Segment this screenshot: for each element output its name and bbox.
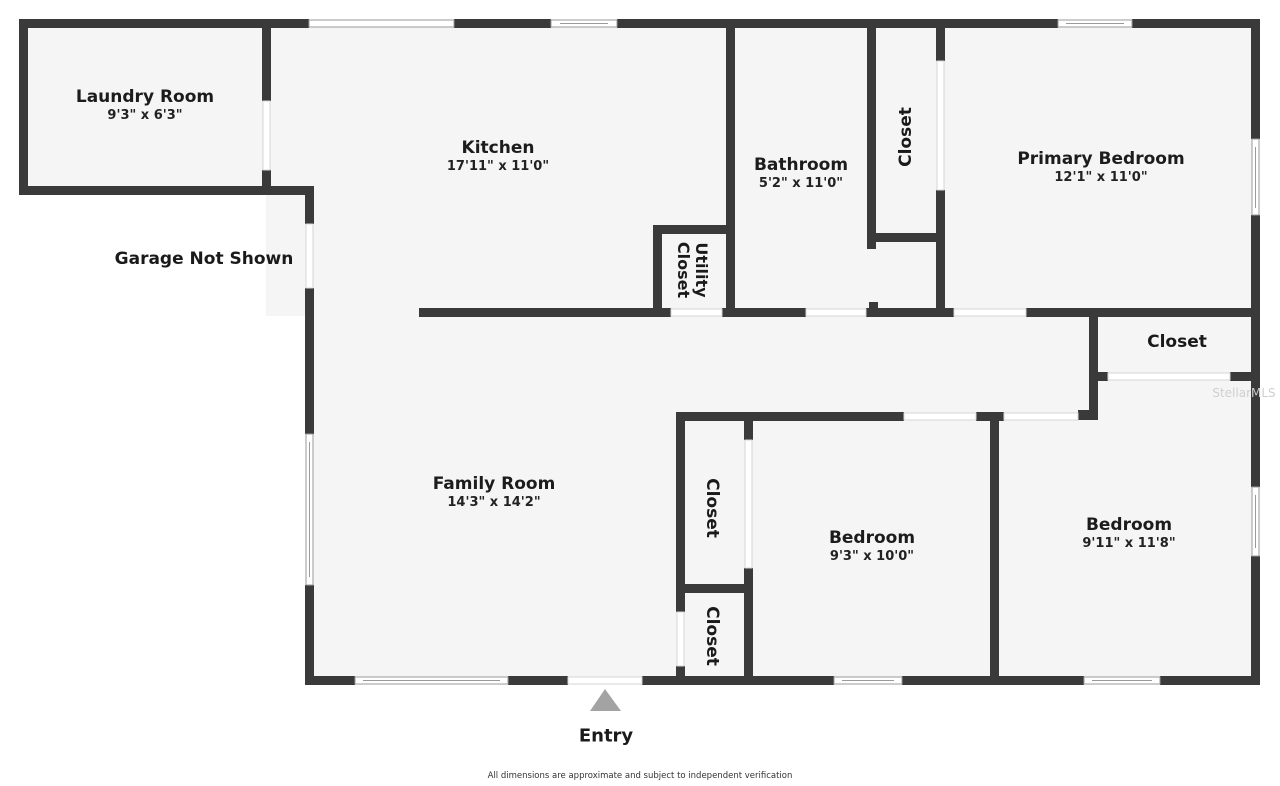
bedroom-closet-upper-label: Closet <box>702 478 722 538</box>
room-name: Bedroom <box>828 528 916 548</box>
room-name: Bathroom <box>753 155 849 175</box>
room-dimensions: 17'11" x 11'0" <box>446 159 550 174</box>
entry-label: Entry <box>578 725 634 747</box>
windows <box>305 19 1260 685</box>
bedroom-closet-lower-label: Closet <box>702 606 722 666</box>
floor-fill <box>26 26 1256 679</box>
disclaimer-text: All dimensions are approximate and subje… <box>487 771 793 781</box>
closet-primary-label: Closet <box>896 107 916 167</box>
walls <box>19 19 1260 685</box>
entry-arrow-icon <box>590 689 621 711</box>
room-laundry: Laundry Room 9'3" x 6'3" <box>76 87 214 125</box>
room-bedroom-2: Bedroom 9'3" x 10'0" <box>829 528 915 566</box>
hall-closet-label: Closet <box>1147 332 1207 352</box>
room-name: Bedroom <box>1085 515 1173 535</box>
room-dimensions: 5'2" x 11'0" <box>758 176 844 191</box>
garage-note: Garage Not Shown <box>114 249 294 269</box>
room-name: Kitchen <box>461 138 535 158</box>
room-name: Laundry Room <box>75 87 215 107</box>
room-dimensions: 14'3" x 14'2" <box>447 495 541 510</box>
room-bedroom-3: Bedroom 9'11" x 11'8" <box>1082 515 1175 553</box>
room-dimensions: 12'1" x 11'0" <box>1054 170 1148 185</box>
utility-closet-line1: Utility <box>692 242 711 298</box>
room-name: Family Room <box>432 474 556 494</box>
utility-closet-label: Utility Closet <box>674 241 711 299</box>
utility-closet-line2: Closet <box>674 241 693 299</box>
room-name: Primary Bedroom <box>1017 149 1185 169</box>
room-dimensions: 9'11" x 11'8" <box>1082 536 1176 551</box>
room-dimensions: 9'3" x 10'0" <box>829 549 915 564</box>
watermark: StellarMLS <box>1212 386 1276 400</box>
room-dimensions: 9'3" x 6'3" <box>107 108 183 123</box>
room-kitchen: Kitchen 17'11" x 11'0" <box>447 138 549 176</box>
room-family-room: Family Room 14'3" x 14'2" <box>433 474 556 512</box>
room-primary-bedroom: Primary Bedroom 12'1" x 11'0" <box>1017 149 1184 187</box>
room-bathroom: Bathroom 5'2" x 11'0" <box>754 155 848 193</box>
door-openings <box>262 60 1231 685</box>
